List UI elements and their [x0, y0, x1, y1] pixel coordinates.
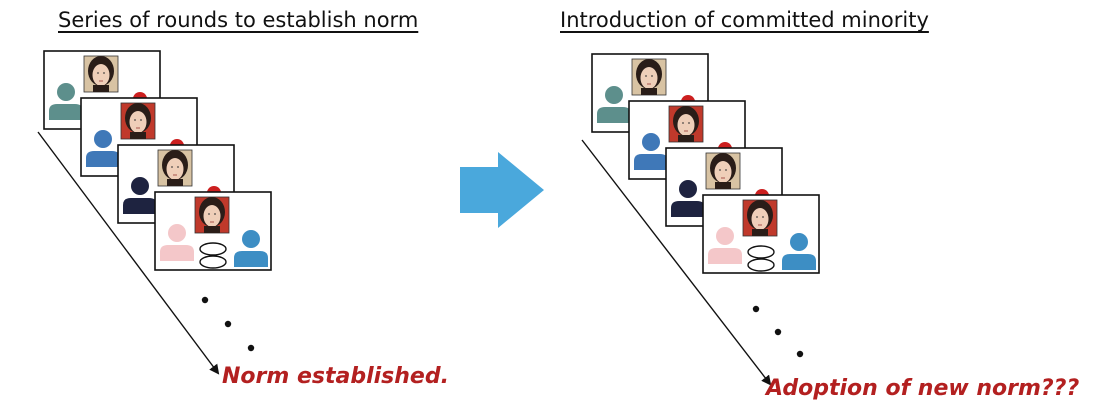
- panel-left-rounds: [37, 50, 272, 375]
- face-photo-icon: [742, 199, 778, 237]
- right-arrow-icon: [460, 152, 544, 228]
- timeline-arrow-left: [37, 131, 220, 375]
- round-card-4: [154, 191, 272, 271]
- ellipsis-dot: [774, 328, 782, 336]
- caption-norm-established: Norm established.: [222, 364, 449, 389]
- face-photo-icon: [705, 152, 741, 190]
- ellipsis-dot: [752, 305, 760, 313]
- title-series-of-rounds: Series of rounds to establish norm: [58, 8, 419, 32]
- person-icon: [782, 233, 816, 270]
- person-icon: [708, 227, 742, 264]
- ellipsis-dot: [201, 296, 209, 304]
- face-photo-icon: [194, 196, 230, 234]
- ellipsis-dot: [224, 320, 232, 328]
- title-committed-minority: Introduction of committed minority: [560, 8, 929, 32]
- round-card-4: [702, 194, 820, 274]
- face-photo-icon: [83, 55, 119, 93]
- person-icon: [160, 224, 194, 261]
- face-photo-icon: [157, 149, 193, 187]
- face-photo-icon: [668, 105, 704, 143]
- person-icon: [123, 177, 157, 214]
- person-icon: [49, 83, 83, 120]
- face-photo-icon: [120, 102, 156, 140]
- person-icon: [86, 130, 120, 167]
- person-icon: [671, 180, 705, 217]
- person-icon: [234, 230, 268, 267]
- person-icon: [634, 133, 668, 170]
- speech-bubbles-icon: [199, 242, 227, 269]
- face-photo-icon: [631, 58, 667, 96]
- timeline-arrow-right: [581, 139, 772, 386]
- person-icon: [597, 86, 631, 123]
- ellipsis-dot: [796, 350, 804, 358]
- caption-adoption-new-norm: Adoption of new norm???: [766, 376, 1080, 401]
- panel-right-minority: [581, 53, 820, 386]
- ellipsis-dot: [247, 344, 255, 352]
- speech-bubbles-icon: [747, 245, 775, 272]
